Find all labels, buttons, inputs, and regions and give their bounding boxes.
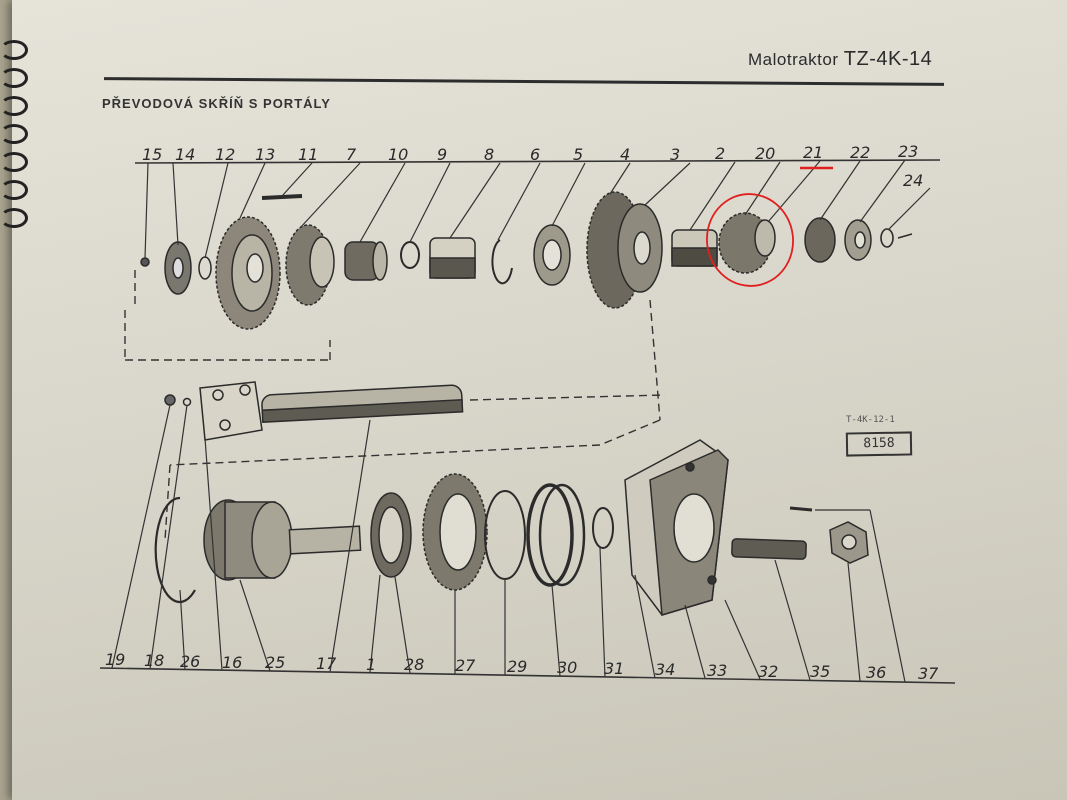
manual-page — [12, 0, 1067, 800]
bottom-label-36: 36 — [866, 663, 886, 682]
top-label-7: 7 — [346, 145, 357, 164]
catalog-subcode: T-4K-12-1 — [846, 415, 895, 425]
bottom-label-16: 16 — [222, 653, 242, 672]
top-label-6: 6 — [530, 145, 540, 164]
top-label-8: 8 — [484, 145, 494, 164]
top-label-14: 14 — [175, 145, 195, 164]
top-part-labels: 15 14 12 13 11 7 10 9 8 6 5 4 3 2 20 21 … — [142, 142, 923, 190]
part-15 — [140, 257, 150, 267]
part-26 — [154, 496, 196, 604]
top-label-20: 20 — [755, 144, 775, 163]
part-6 — [491, 239, 513, 285]
top-label-4: 4 — [620, 145, 630, 164]
part-29 — [484, 490, 526, 580]
red-highlight-circle — [706, 193, 794, 287]
bottom-label-31: 31 — [604, 659, 624, 678]
part-31 — [592, 507, 614, 549]
top-label-15: 15 — [142, 145, 162, 164]
bottom-label-35: 35 — [810, 662, 830, 681]
bottom-label-26: 26 — [180, 652, 200, 671]
part-12 — [198, 256, 212, 280]
part-18 — [182, 397, 192, 407]
bottom-label-18: 18 — [144, 651, 164, 670]
bottom-label-19: 19 — [105, 650, 125, 669]
bottom-label-28: 28 — [404, 655, 424, 674]
bottom-label-33: 33 — [707, 661, 727, 680]
part-30 — [526, 483, 574, 587]
top-label-21: 21 — [803, 143, 823, 162]
bottom-label-25: 25 — [265, 653, 285, 672]
top-label-5: 5 — [573, 145, 583, 164]
bottom-part-labels: 19 18 26 16 25 17 1 28 27 29 30 31 34 33… — [105, 650, 939, 683]
part-32 — [731, 538, 807, 560]
bottom-label-30: 30 — [557, 658, 577, 677]
top-label-2: 2 — [715, 144, 725, 163]
bottom-label-34: 34 — [655, 660, 675, 679]
part-21 — [754, 219, 776, 257]
header-title-model: TZ-4K-14 — [843, 48, 933, 70]
bottom-label-27: 27 — [455, 656, 476, 675]
part-9 — [400, 241, 420, 269]
part-16 — [199, 381, 263, 441]
bottom-label-37: 37 — [918, 664, 939, 683]
top-row-parts — [140, 191, 913, 330]
bottom-label-32: 32 — [758, 662, 778, 681]
top-label-23: 23 — [898, 142, 918, 161]
top-label-baseline — [134, 159, 941, 164]
part-24 — [880, 228, 894, 248]
part-11 — [261, 194, 303, 200]
bottom-leader-lines — [111, 404, 906, 683]
bottom-label-17: 17 — [316, 654, 337, 673]
top-label-10: 10 — [388, 145, 408, 164]
top-label-11: 11 — [298, 145, 318, 164]
manual-header: Malotraktor TZ-4K-14 — [748, 48, 932, 71]
top-label-22: 22 — [850, 143, 870, 162]
part-22 — [804, 217, 836, 263]
bottom-row-parts — [154, 439, 869, 616]
header-title-small: Malotraktor — [748, 50, 839, 69]
bottom-label-baseline — [99, 667, 956, 684]
top-leader-lines — [144, 159, 931, 259]
top-label-13: 13 — [255, 145, 275, 164]
top-label-3: 3 — [670, 145, 680, 164]
top-label-12: 12 — [215, 145, 235, 164]
bottom-label-29: 29 — [507, 657, 527, 676]
section-title: PŘEVODOVÁ SKŘÍŇ S PORTÁLY — [102, 96, 331, 111]
main-shaft — [164, 381, 464, 441]
bottom-label-1: 1 — [366, 655, 376, 674]
red-highlight-annotation — [706, 166, 833, 287]
assembly-dashed-lines — [124, 270, 666, 541]
part-37 — [789, 506, 813, 512]
part-19 — [164, 394, 176, 406]
top-label-9: 9 — [437, 145, 447, 164]
top-label-24: 24 — [903, 171, 923, 190]
